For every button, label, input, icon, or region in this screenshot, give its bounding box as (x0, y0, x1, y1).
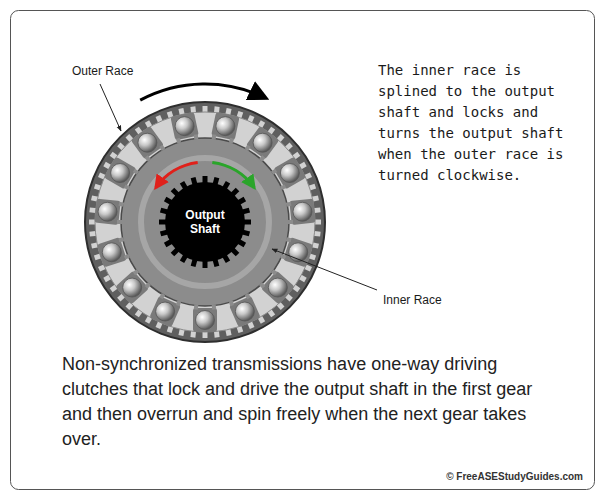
race-tooth (133, 169, 139, 175)
race-tooth (280, 254, 286, 260)
roller-ball (102, 243, 121, 262)
part-name: Inner Race (383, 293, 442, 307)
race-tooth (119, 202, 125, 207)
roller-pocket (211, 112, 239, 140)
output-shaft: Output Shaft (165, 182, 245, 262)
inner-race (121, 138, 289, 306)
race-tooth (119, 237, 125, 242)
race-tooth (159, 145, 165, 151)
race-tooth (145, 155, 151, 161)
roller-pocket (289, 199, 315, 225)
note: The inner race is splined to the output … (378, 60, 576, 186)
roller-ball (111, 164, 130, 183)
race-tooth (229, 138, 234, 144)
race-tooth (212, 304, 217, 309)
inner-race-band (141, 158, 269, 286)
roller-ball (268, 278, 287, 297)
caption: Non-synchronized transmissions have one-… (62, 352, 548, 452)
race-tooth (271, 169, 277, 175)
race-tooth (286, 237, 292, 242)
race-tooth (133, 269, 139, 275)
race-tooth (124, 254, 130, 260)
race-tooth (286, 202, 292, 207)
roller-ball (175, 117, 194, 136)
roller-ball (293, 202, 312, 221)
race-tooth (259, 155, 265, 161)
race-tooth (288, 220, 293, 224)
race-tooth (117, 220, 122, 224)
rotation-arrow (140, 84, 265, 100)
shaft-label: Output Shaft (180, 208, 230, 236)
race-tooth (124, 184, 130, 190)
roller-ball (253, 133, 272, 152)
roller-ball (123, 278, 142, 297)
race-tooth (159, 293, 165, 299)
race-tooth (176, 300, 181, 306)
race-tooth (280, 184, 286, 190)
race-tooth (259, 282, 265, 288)
roller-pocket (94, 199, 120, 225)
roller-ball (138, 133, 157, 152)
race-tooth (145, 282, 151, 288)
roller-pocket (193, 308, 217, 332)
outer-race (85, 102, 325, 342)
roller-ball (156, 302, 175, 321)
roller-ball (196, 311, 215, 330)
cam-ring (95, 112, 315, 332)
roller-pocket (170, 112, 198, 140)
watermark: © FreeASEStudyGuides.com (446, 471, 583, 483)
roller-ball (235, 302, 254, 321)
roller-ball (98, 202, 117, 221)
race-tooth (212, 134, 217, 139)
roller-pocket (97, 237, 127, 267)
race-tooth (194, 134, 199, 139)
race-tooth (229, 300, 234, 306)
roller-ball (280, 164, 299, 183)
race-tooth (271, 269, 277, 275)
part-name: Outer Race (72, 64, 133, 78)
race-tooth (194, 304, 199, 309)
race-tooth (245, 145, 251, 151)
frame (11, 11, 595, 490)
race-tooth (176, 138, 181, 144)
leader-line (100, 84, 121, 131)
race-tooth (245, 293, 251, 299)
leader-line (272, 249, 377, 290)
roller-ball (216, 117, 235, 136)
